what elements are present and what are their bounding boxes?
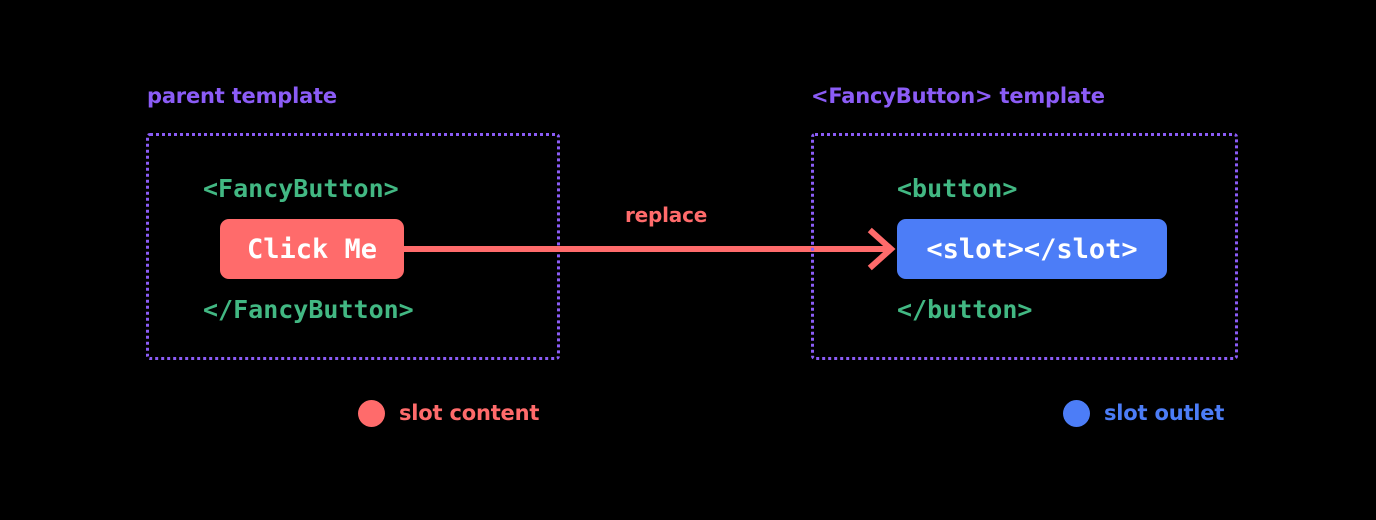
replace-arrow: [404, 224, 896, 274]
legend-dot-icon-blue: [1063, 400, 1090, 427]
fancybutton-template-box: [811, 133, 1238, 360]
legend-label-slot-outlet: slot outlet: [1104, 401, 1225, 425]
parent-close-tag: </FancyButton>: [203, 295, 414, 324]
legend-item-slot-outlet: slot outlet: [1063, 400, 1224, 427]
button-open-tag: <button>: [897, 174, 1018, 203]
slot-outlet-chip: <slot></slot>: [897, 219, 1167, 279]
fancybutton-template-title: <FancyButton> template: [811, 84, 1105, 108]
button-close-tag: </button>: [897, 295, 1033, 324]
legend-label-slot-content: slot content: [399, 401, 540, 425]
replace-arrow-icon: [404, 227, 896, 271]
parent-template-title: parent template: [147, 84, 337, 108]
replace-label: replace: [625, 203, 708, 227]
slot-content-chip: Click Me: [220, 219, 404, 279]
legend-dot-icon-red: [358, 400, 385, 427]
legend-item-slot-content: slot content: [358, 400, 539, 427]
parent-open-tag: <FancyButton>: [203, 174, 399, 203]
